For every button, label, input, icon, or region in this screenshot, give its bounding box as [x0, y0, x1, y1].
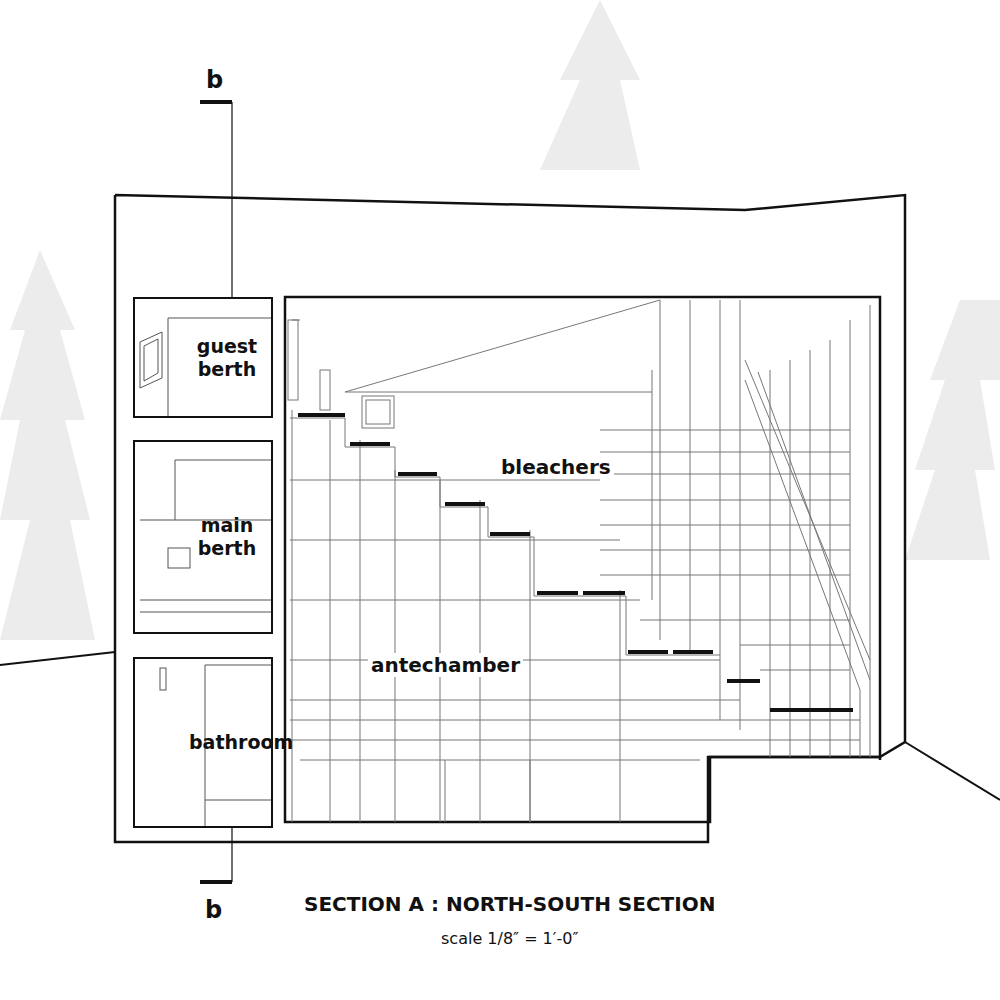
- drawing-title: SECTION A : NORTH-SOUTH SECTION: [304, 892, 715, 916]
- room-interiors: [140, 318, 272, 827]
- scale-caption: scale 1/8″ = 1′-0″: [441, 929, 578, 948]
- building-outline: [115, 195, 905, 842]
- space-label: bleachers: [498, 455, 614, 479]
- room-label: main berth: [189, 514, 265, 560]
- bleacher-structure: [288, 300, 870, 822]
- room-outline: [285, 297, 880, 822]
- space-label: antechamber: [368, 653, 523, 677]
- section-cut-line: [200, 102, 232, 882]
- section-mark: b: [205, 896, 222, 924]
- room-box: guest berth: [133, 297, 273, 418]
- room-label: bathroom: [189, 731, 265, 754]
- room-box: main berth: [133, 440, 273, 634]
- section-mark: b: [206, 66, 223, 94]
- tread-bars: [298, 415, 853, 710]
- room-label: guest berth: [189, 335, 265, 381]
- room-box: bathroom: [133, 657, 273, 828]
